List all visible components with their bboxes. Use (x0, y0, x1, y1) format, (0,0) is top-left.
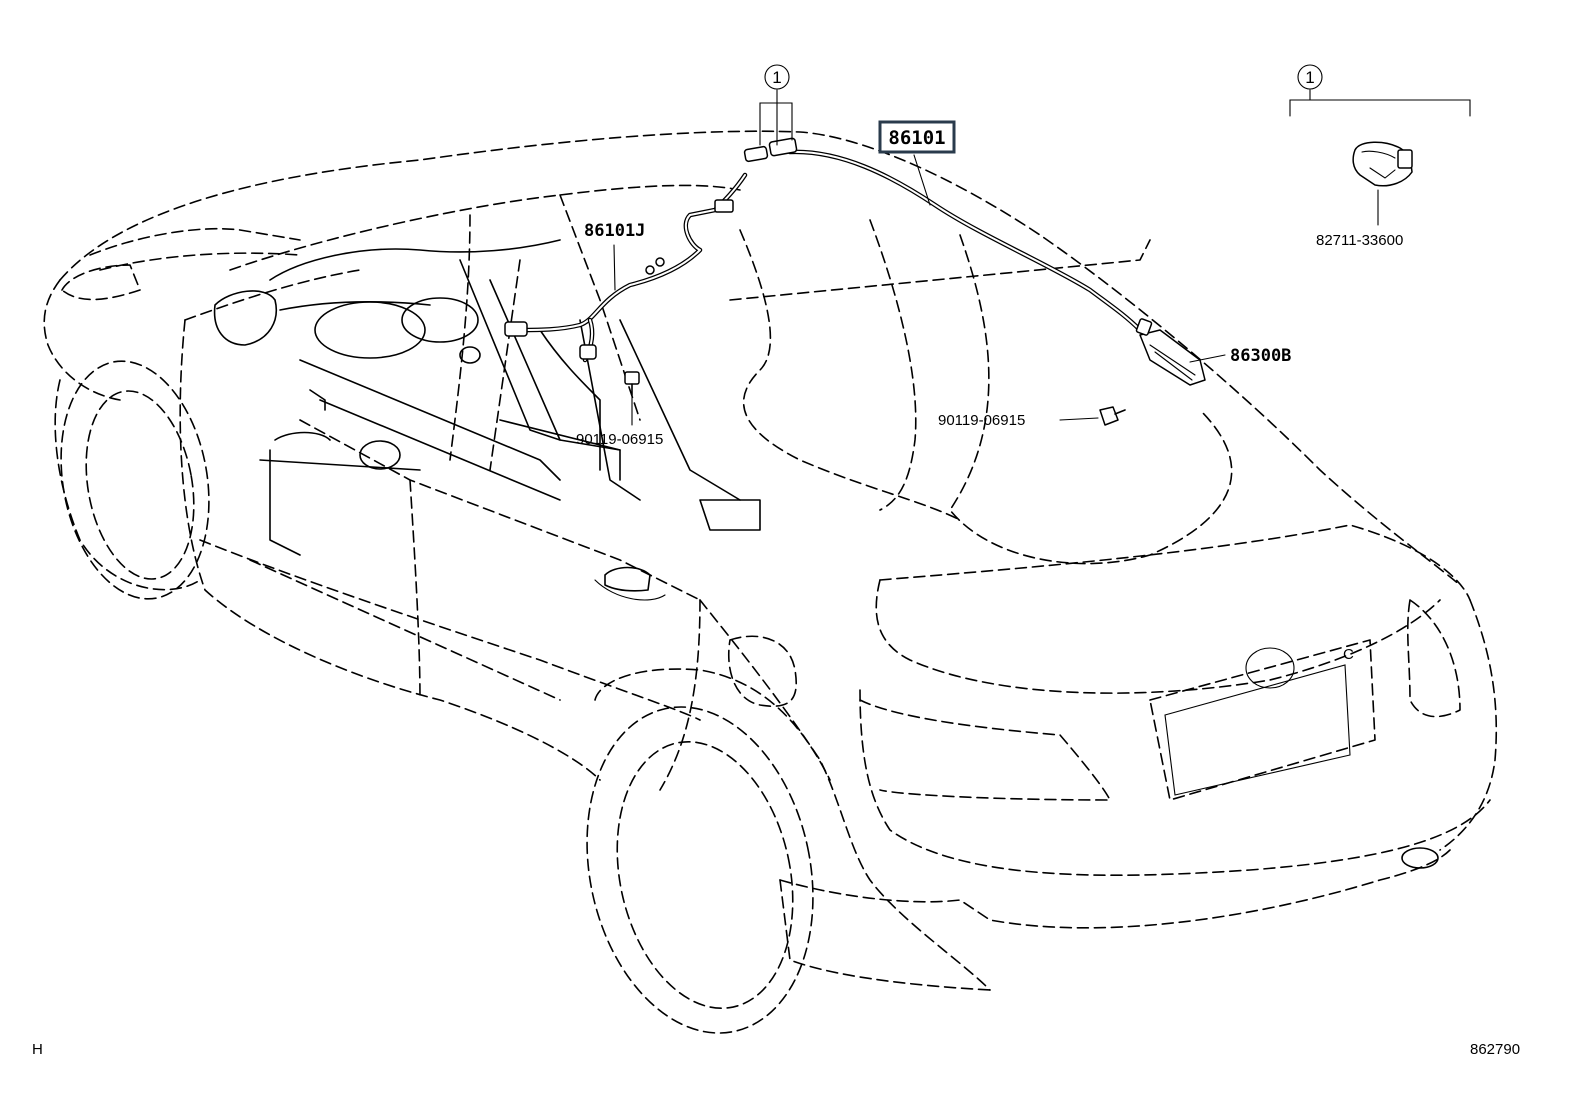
ref-circle-roof-label: 1 (772, 68, 781, 87)
bracket-part-number[interactable]: 86300B (1230, 346, 1291, 366)
interior-outline (259, 239, 761, 556)
antenna-harness-86101j (504, 172, 748, 363)
bolt-right-part-number[interactable]: 90119-06915 (938, 412, 1025, 429)
car-body-outline (43, 130, 1498, 1034)
ref-circle-inset: 1 (1297, 64, 1323, 90)
main-part-number[interactable]: 86101 (888, 127, 945, 149)
ref-circle-roof: 1 (764, 64, 790, 90)
clip-part-number[interactable]: 82711-33600 (1316, 232, 1403, 249)
amplifier-86300b (1135, 318, 1206, 386)
bolt-left-part-number[interactable]: 90119-06915 (576, 431, 663, 448)
leader-lines (613, 89, 1471, 426)
clip-82711-33600 (1352, 141, 1413, 187)
harness-part-number[interactable]: 86101J (584, 221, 645, 241)
callout-main-part[interactable]: 86101 (878, 120, 956, 154)
plate-letter: C (1343, 646, 1354, 663)
antenna-cable-86101 (743, 137, 1143, 333)
bolt-right (1099, 406, 1126, 426)
corner-mark-right: 862790 (1470, 1041, 1520, 1058)
ref-circle-inset-label: 1 (1305, 68, 1314, 87)
corner-mark-left: H (32, 1041, 43, 1058)
bolt-left (624, 371, 640, 396)
